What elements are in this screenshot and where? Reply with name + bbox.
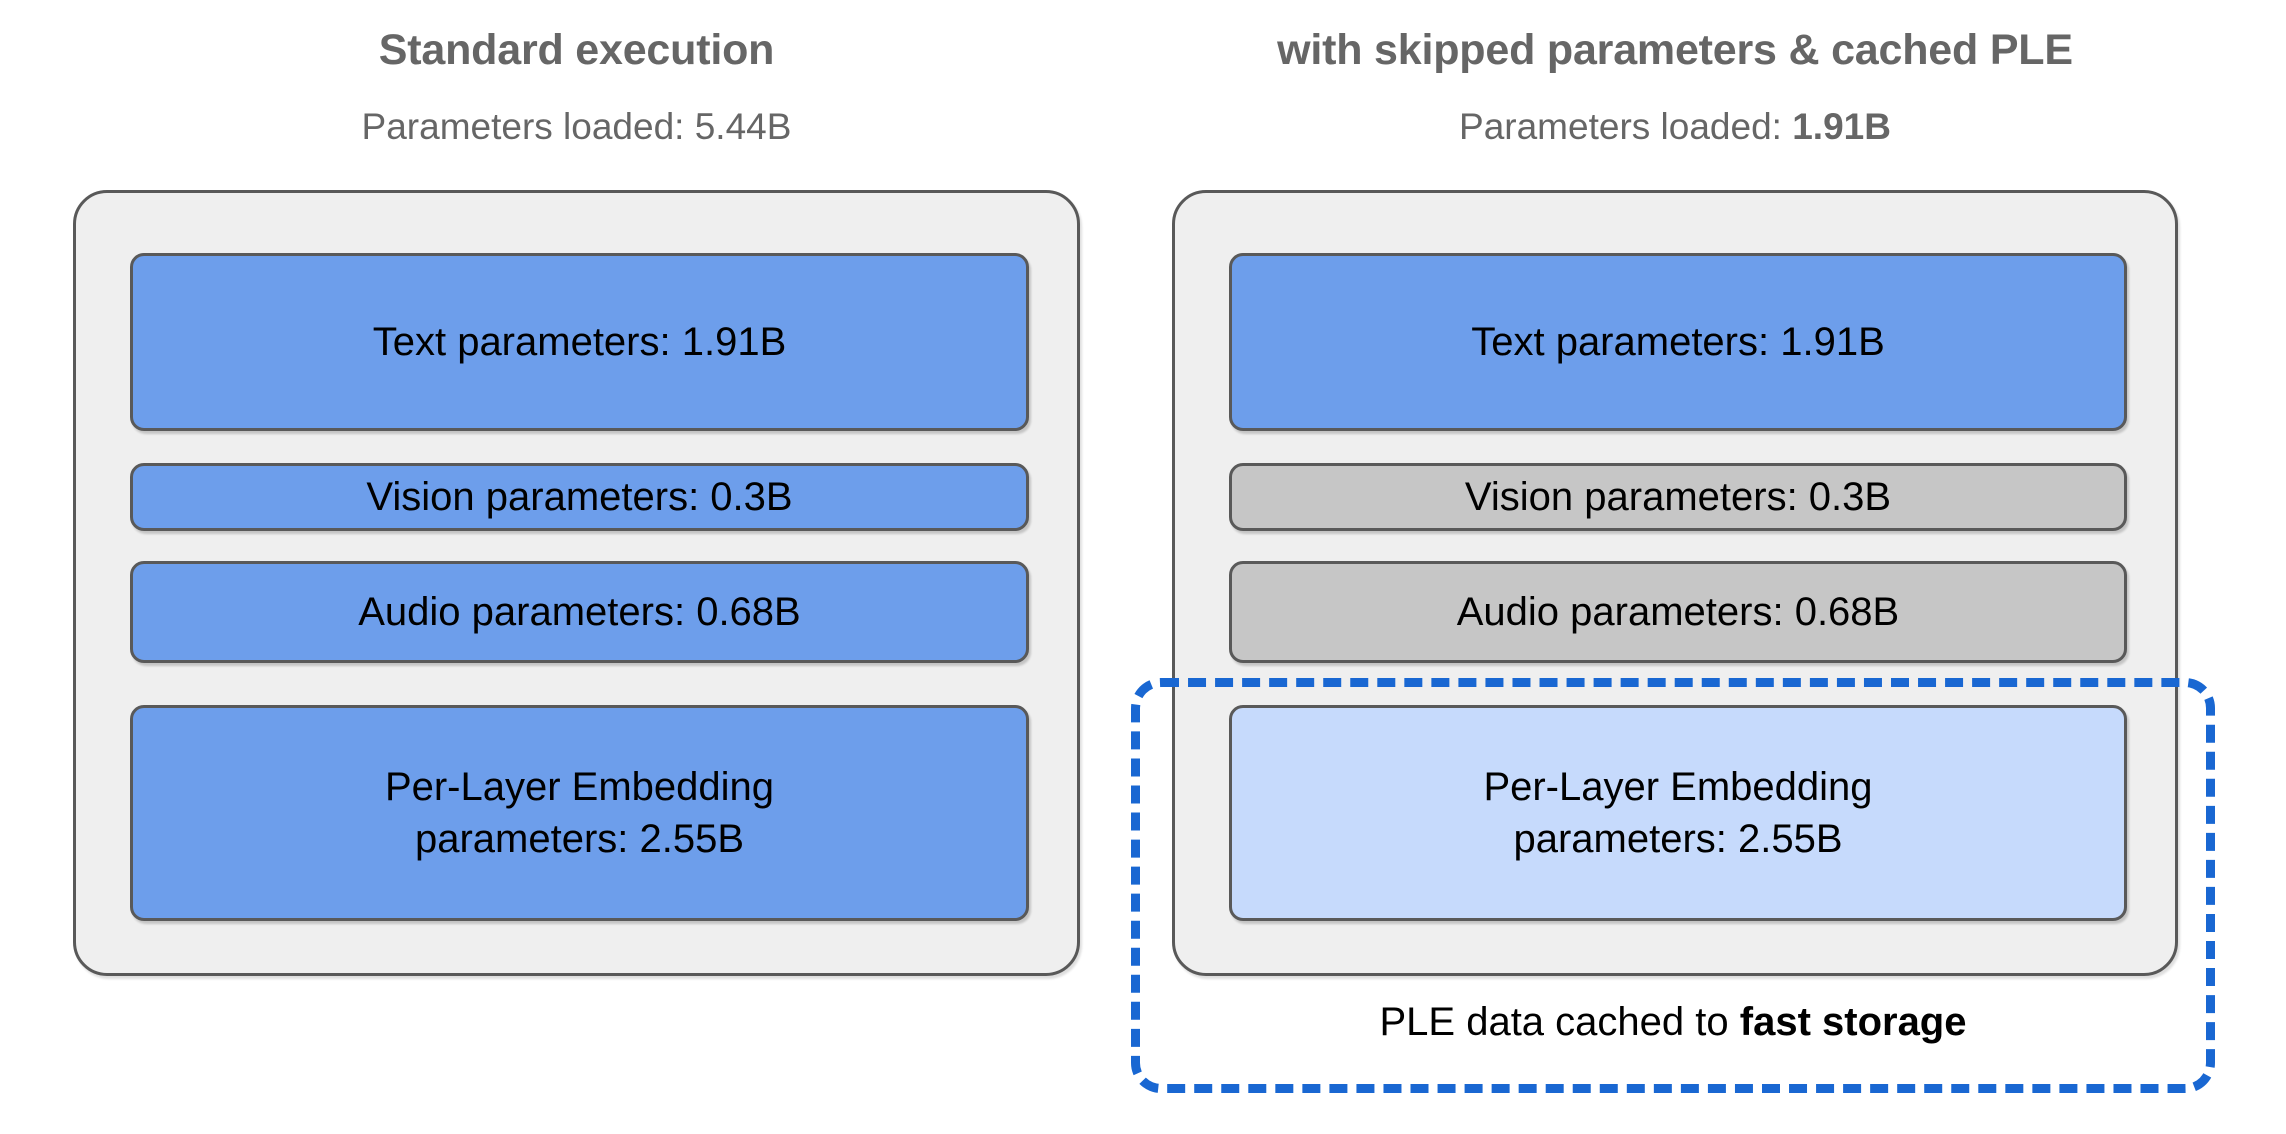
- block-optimized-text-parameters: Text parameters: 1.91B: [1229, 253, 2127, 431]
- column-subtitle-standard-prefix: Parameters loaded:: [361, 106, 695, 147]
- block-standard-text-parameters: Text parameters: 1.91B: [130, 253, 1029, 431]
- block-standard-vision-parameters: Vision parameters: 0.3B: [130, 463, 1029, 531]
- block-optimized-vision-parameters: Vision parameters: 0.3B: [1229, 463, 2127, 531]
- column-subtitle-optimized-prefix: Parameters loaded:: [1459, 106, 1793, 147]
- column-subtitle-standard: Parameters loaded: 5.44B: [73, 106, 1080, 148]
- cache-highlight-caption: PLE data cached to fast storage: [1131, 1000, 2215, 1045]
- column-subtitle-optimized: Parameters loaded: 1.91B: [1172, 106, 2178, 148]
- column-subtitle-standard-value: 5.44B: [694, 106, 792, 147]
- block-optimized-ple-parameters: Per-Layer Embedding parameters: 2.55B: [1229, 705, 2127, 921]
- column-subtitle-optimized-value: 1.91B: [1792, 106, 1891, 147]
- block-standard-audio-parameters: Audio parameters: 0.68B: [130, 561, 1029, 663]
- block-optimized-audio-parameters: Audio parameters: 0.68B: [1229, 561, 2127, 663]
- panel-optimized-execution: Text parameters: 1.91B Vision parameters…: [1172, 190, 2178, 976]
- column-title-standard: Standard execution: [378, 26, 775, 74]
- column-title-optimized: with skipped parameters & cached PLE: [1277, 26, 2073, 74]
- cache-caption-prefix: PLE data cached to: [1379, 1000, 1740, 1044]
- block-standard-ple-parameters: Per-Layer Embedding parameters: 2.55B: [130, 705, 1029, 921]
- panel-standard-execution: Text parameters: 1.91B Vision parameters…: [73, 190, 1080, 976]
- cache-caption-emphasis: fast storage: [1739, 1000, 1967, 1044]
